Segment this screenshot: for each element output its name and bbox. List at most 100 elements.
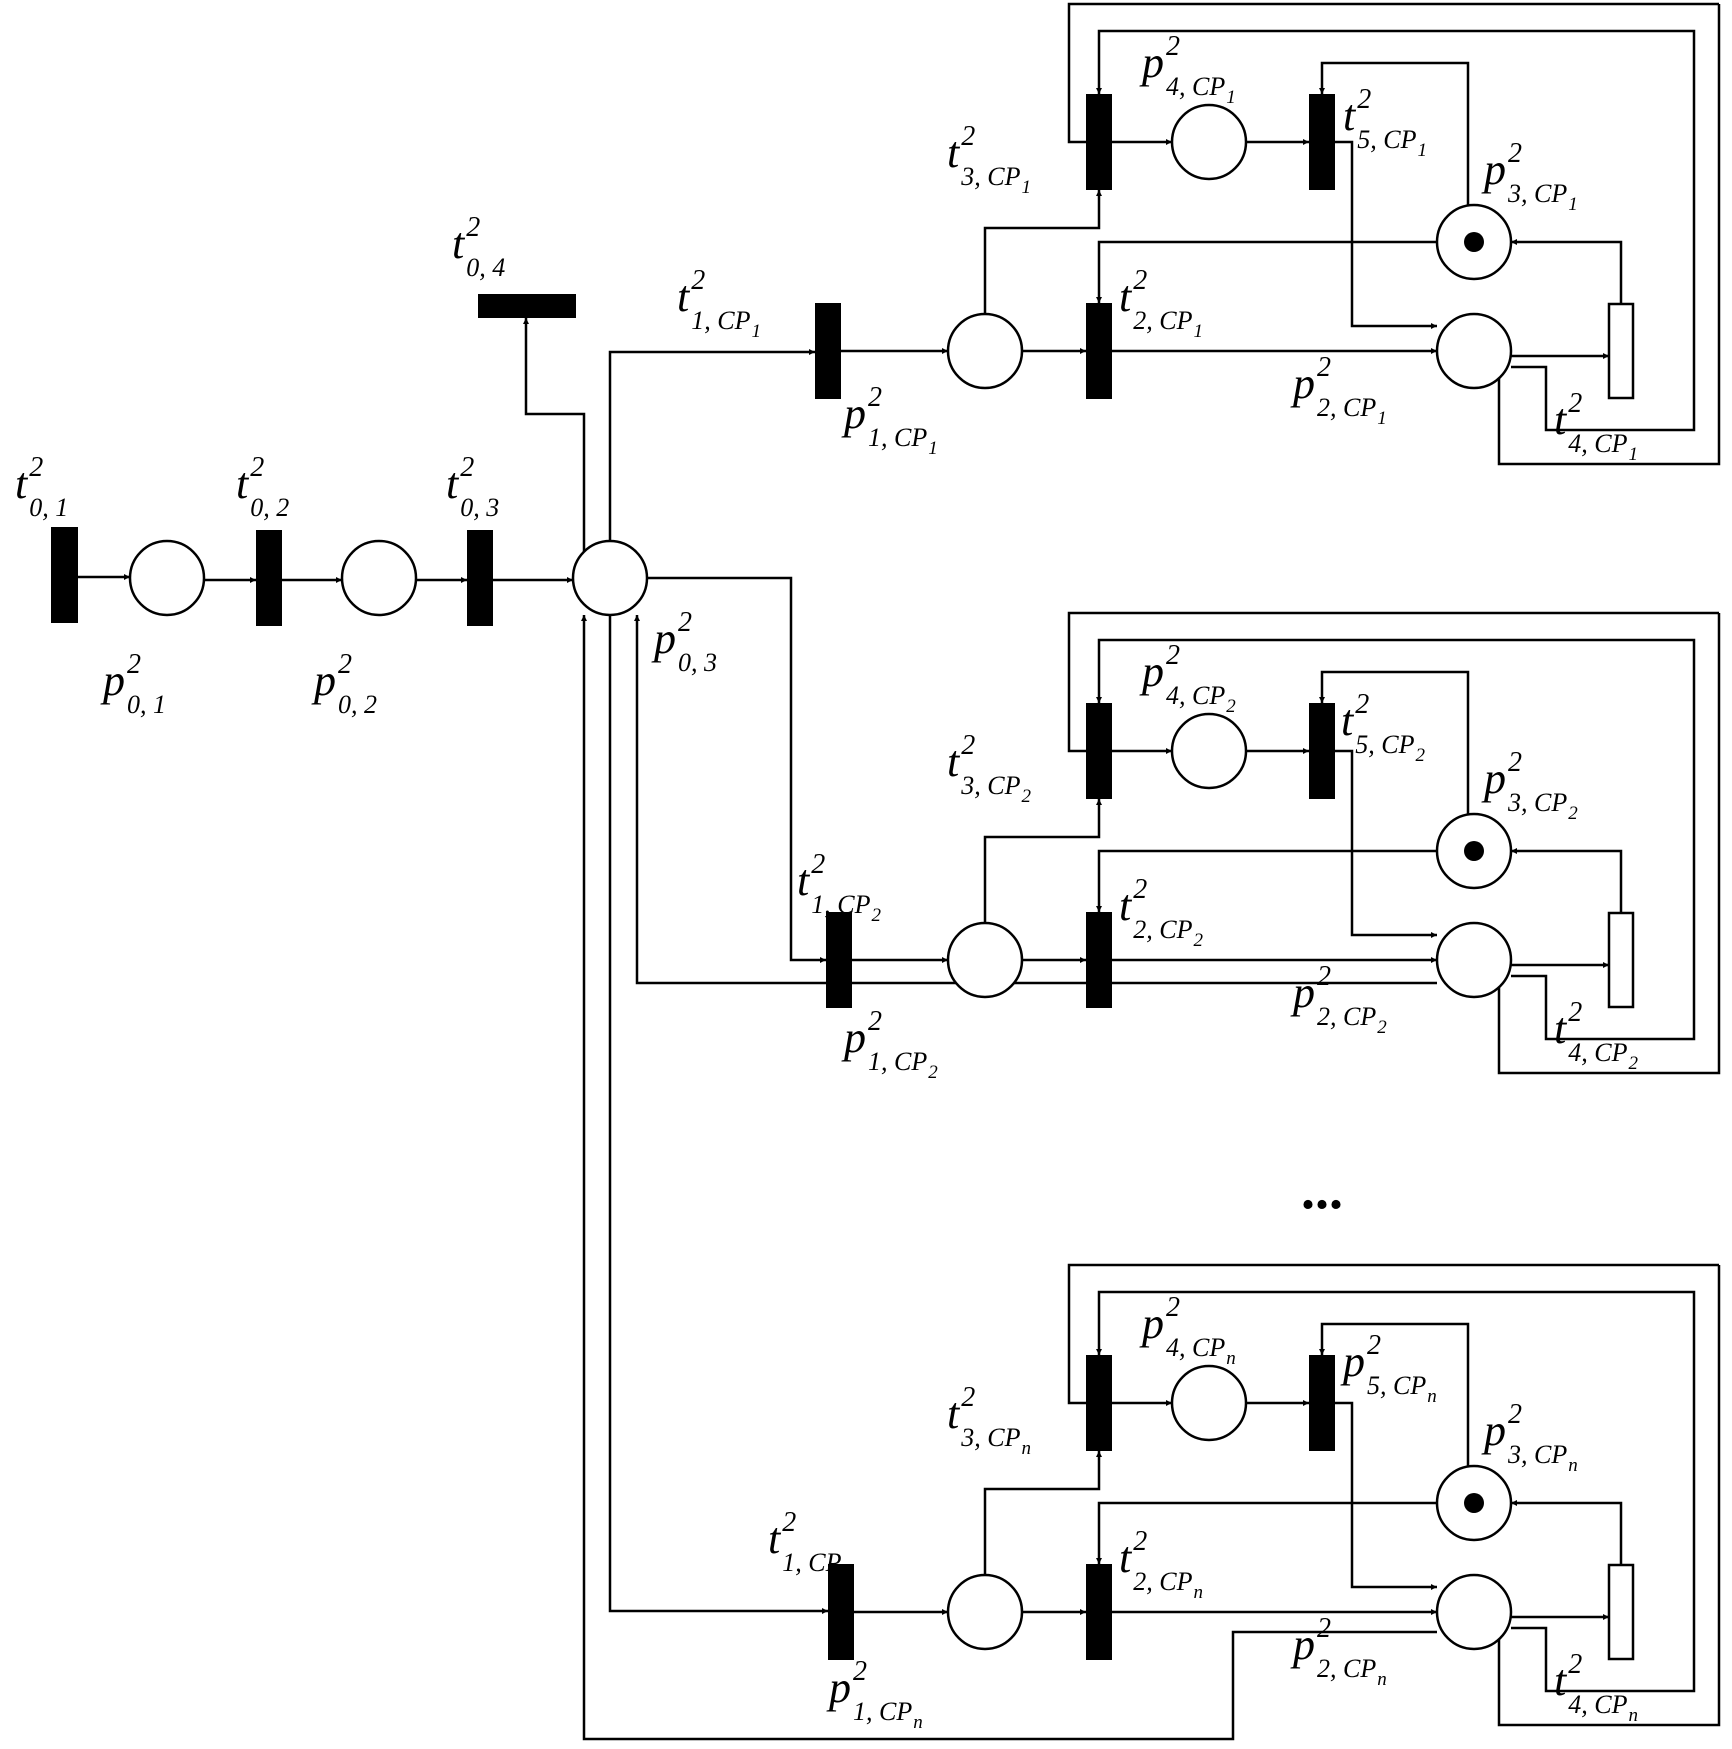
arc [983,799,1102,923]
transition-t3-cp1 [1086,94,1112,190]
arc [1497,1265,1721,1727]
arcs-layer [78,2,1721,1741]
arc [1067,611,1719,753]
transition-t04 [478,294,576,318]
arc [1067,1263,1719,1405]
arc [608,349,815,541]
token-dot [1464,841,1484,861]
arc [1067,2,1719,144]
place-p4-cp1 [1170,103,1248,181]
place-p1-cp1 [946,312,1024,390]
arc [1096,240,1437,303]
transition-t1-cpn [828,1564,854,1660]
place-p4-cpn [1170,1364,1248,1442]
arc [1096,1501,1437,1564]
place-p2-cpn [1435,1573,1513,1651]
transition-t1-cp1 [815,303,841,399]
transition-t2-cp2 [1086,912,1112,1008]
transition-t2-cpn [1086,1564,1112,1660]
arc [1096,638,1696,1041]
transition-t5-cp2 [1309,703,1335,799]
transition-t1-cp2 [826,912,852,1008]
transition-t4-cpn [1607,1563,1635,1661]
arc [1096,29,1696,432]
arc [648,576,826,963]
arc [1319,61,1470,205]
place-p4-cp2 [1170,712,1248,790]
transition-t3-cp2 [1086,703,1112,799]
arc [1335,140,1437,329]
transition-t4-cp2 [1607,911,1635,1009]
transition-t2-cp1 [1086,303,1112,399]
arc [1497,613,1721,1075]
arc [634,615,1437,985]
transition-t4-cp1 [1607,302,1635,400]
arc [1096,1290,1696,1693]
transition-t03 [467,530,493,626]
arc [1319,670,1470,814]
arc [523,318,586,556]
place-p1-cp2 [946,921,1024,999]
place-p01 [128,539,206,617]
ellipsis-text: ... [1301,1159,1343,1221]
arc [1335,1401,1437,1590]
arc [608,615,828,1614]
place-p02 [340,539,418,617]
arc [1511,1500,1623,1565]
place-p03 [571,539,649,617]
transition-t02 [256,530,282,626]
arc [1319,1322,1470,1466]
arc [1335,749,1437,938]
transition-t3-cpn [1086,1355,1112,1451]
arc [983,1451,1102,1575]
transition-t01 [51,527,78,623]
arc [1511,239,1623,304]
transition-t5-cpn [1309,1355,1335,1451]
place-p1-cpn [946,1573,1024,1651]
nodes-layer [51,94,1635,1661]
transition-t5-cp1 [1309,94,1335,190]
token-dot [1464,1493,1484,1513]
arc [1511,848,1623,913]
arc [1497,4,1721,466]
arc [983,190,1102,314]
place-p2-cp1 [1435,312,1513,390]
token-dot [1464,232,1484,252]
arc [1096,849,1437,912]
place-p2-cp2 [1435,921,1513,999]
